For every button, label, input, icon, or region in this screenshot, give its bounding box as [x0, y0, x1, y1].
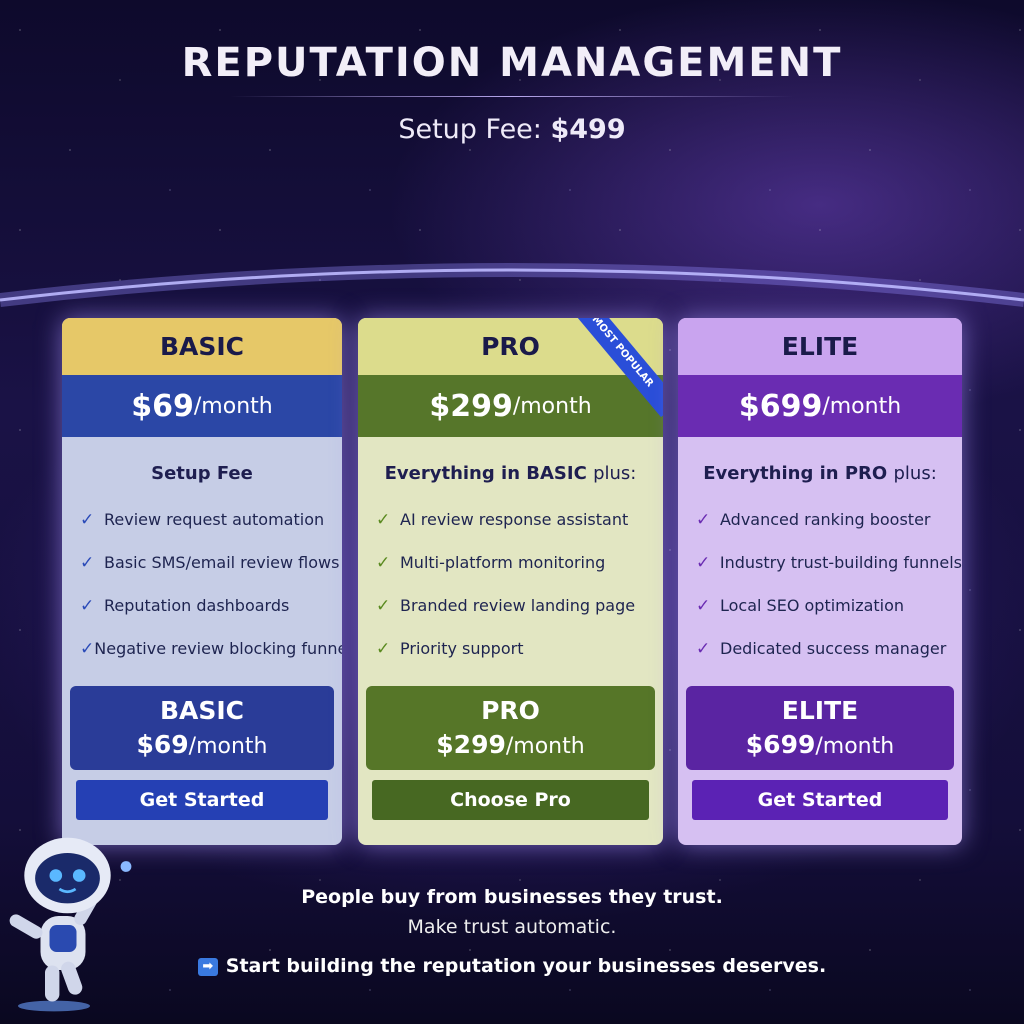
feature-item: ✓ Priority support [358, 627, 663, 670]
feature-item: ✓ Reputation dashboards [62, 584, 342, 627]
pro-cta-button[interactable]: Choose Pro [372, 780, 649, 820]
feature-item: ✓ Review request automation [62, 498, 342, 541]
summary-period: /month [188, 734, 268, 759]
subtitle-text: Setup Fee [151, 463, 253, 484]
plan-price-band: $699/month [678, 375, 962, 437]
call-to-action-text: ➡ Start building the reputation your busi… [0, 955, 1024, 977]
feature-text: Priority support [400, 639, 524, 658]
feature-text: Branded review landing page [400, 596, 636, 615]
basic-cta-button[interactable]: Get Started [76, 780, 328, 820]
checkmark-icon: ✓ [80, 638, 95, 659]
feature-text: Dedicated success manager [720, 639, 947, 658]
checkmark-icon: ✓ [696, 638, 711, 659]
plan-subtitle: Everything in PRO plus: [678, 463, 962, 484]
checkmark-icon: ✓ [696, 595, 711, 616]
checkmark-icon: ✓ [696, 552, 711, 573]
feature-text: Industry trust-building funnels [719, 553, 962, 572]
summary-period: /month [815, 734, 895, 759]
summary-plan-name: PRO [481, 696, 540, 725]
feature-item: ✓ Branded review landing page [358, 584, 663, 627]
plan-card-elite: ELITE $699/month Everything in PRO plus:… [678, 318, 962, 845]
feature-text: AI review response assistant [400, 510, 629, 529]
elite-cta-button[interactable]: Get Started [692, 780, 948, 820]
feature-text: Reputation dashboards [104, 596, 290, 615]
plan-subtitle: Everything in BASIC plus: [358, 463, 663, 484]
summary-price: $69 [136, 730, 189, 759]
plan-period: /month [822, 393, 902, 419]
summary-price: $299 [436, 730, 506, 759]
feature-text: Advanced ranking booster [720, 510, 931, 529]
plan-period: /month [193, 393, 273, 419]
plan-summary-box: BASIC $69/month [70, 686, 334, 770]
feature-item: ✓ Basic SMS/email review flows [62, 541, 342, 584]
cta-text: Start building the reputation your busin… [225, 955, 827, 977]
subtitle-text: Everything in PRO [703, 463, 888, 484]
checkmark-icon: ✓ [80, 595, 95, 616]
summary-plan-name: BASIC [159, 696, 245, 725]
feature-item: ✓ Multi-platform monitoring [358, 541, 663, 584]
tagline-primary: People buy from businesses they trust. [301, 886, 723, 908]
tagline-secondary: Make trust automatic. [407, 916, 617, 938]
right-arrow-icon: ➡ [197, 958, 218, 976]
subtitle-text: Everything in BASIC [384, 463, 587, 484]
page-title: REPUTATION MANAGEMENT [181, 40, 843, 86]
plan-price-band: $69/month [62, 375, 342, 437]
feature-text: Review request automation [104, 510, 325, 529]
plan-price: $699 [738, 388, 823, 424]
subtitle-suffix: plus: [593, 463, 637, 484]
plan-card-basic: BASIC $69/month Setup Fee ✓ Review reques… [62, 318, 342, 845]
planet-horizon [0, 263, 1024, 307]
feature-item: ✓ Dedicated success manager [678, 627, 962, 670]
setup-fee: Setup Fee: $499 [0, 114, 1024, 145]
plan-price: $299 [429, 388, 513, 424]
feature-item: ✓ AI review response assistant [358, 498, 663, 541]
title-divider [230, 96, 794, 97]
plan-price: $69 [131, 388, 194, 424]
plan-card-pro: PRO $299/month Everything in BASIC plus:… [358, 318, 663, 845]
plan-subtitle: Setup Fee [62, 463, 342, 484]
feature-text: Basic SMS/email review flows [104, 553, 340, 572]
setup-fee-label: Setup Fee: [398, 114, 542, 145]
setup-fee-value: $499 [550, 114, 626, 145]
feature-text: Multi-platform monitoring [400, 553, 606, 572]
checkmark-icon: ✓ [80, 509, 95, 530]
summary-period: /month [505, 734, 585, 759]
plan-period: /month [512, 393, 592, 419]
checkmark-icon: ✓ [376, 595, 391, 616]
plan-price-band: $299/month [358, 375, 663, 437]
checkmark-icon: ✓ [696, 509, 711, 530]
checkmark-icon: ✓ [80, 552, 95, 573]
checkmark-icon: ✓ [376, 638, 391, 659]
checkmark-icon: ✓ [376, 552, 391, 573]
summary-plan-name: ELITE [781, 696, 859, 725]
feature-item: ✓ Local SEO optimization [678, 584, 962, 627]
plan-name: BASIC [62, 318, 342, 375]
subtitle-suffix: plus: [893, 463, 937, 484]
feature-text: Local SEO optimization [720, 596, 905, 615]
plan-name: ELITE [678, 318, 962, 375]
plan-summary-box: ELITE $699/month [686, 686, 954, 770]
feature-item: ✓ Industry trust-building funnels [678, 541, 962, 584]
summary-price: $699 [745, 730, 816, 759]
feature-item: ✓ Advanced ranking booster [678, 498, 962, 541]
feature-text: Negative review blocking funnel [94, 639, 342, 658]
feature-item: ✓Negative review blocking funnel [62, 627, 342, 670]
robot-mascot [0, 826, 135, 1015]
plan-summary-box: PRO $299/month [366, 686, 655, 770]
checkmark-icon: ✓ [376, 509, 391, 530]
